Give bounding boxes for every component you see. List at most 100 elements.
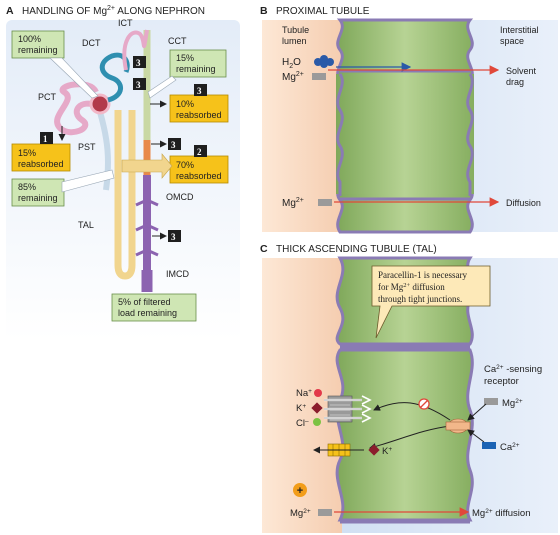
badge-3-omcd — [168, 138, 181, 150]
svg-text:for Mg2+ diffusion: for Mg2+ diffusion — [378, 282, 445, 292]
svg-text:3: 3 — [171, 140, 176, 150]
pointer-85 — [61, 169, 115, 193]
paracellin-callout: Paracellin-1 is necessary for Mg2+ diffu… — [371, 265, 491, 339]
svg-text:Paracellin-1 is necessary: Paracellin-1 is necessary — [378, 270, 467, 280]
svg-text:70%: 70% — [176, 160, 194, 170]
cl-label: Cl– — [296, 418, 309, 429]
mg-ion-c-receptor — [484, 398, 498, 405]
svg-text:load remaining: load remaining — [118, 308, 177, 318]
box-85-remaining: 85% remaining — [11, 178, 65, 207]
k-label: K+ — [296, 403, 306, 414]
svg-text:through tight junctions.: through tight junctions. — [378, 294, 462, 304]
label-ict: ICT — [118, 18, 133, 28]
panel-b-letter: B — [260, 5, 268, 17]
tal-cell-lower — [335, 348, 474, 522]
arrow-tal-70 — [121, 153, 173, 179]
svg-text:reabsorbed: reabsorbed — [176, 110, 222, 120]
badge-3-cct — [133, 78, 146, 90]
label-tal: TAL — [78, 220, 94, 230]
box-70-reabsorbed: 70% reabsorbed — [169, 155, 229, 184]
label-omcd: OMCD — [166, 192, 194, 202]
inhibit-icon-slash — [419, 399, 429, 409]
panel-c: C THICK ASCENDING TUBULE (TAL) Paracelli… — [260, 243, 558, 533]
h2o-label: H2O — [282, 57, 301, 70]
box-5-filtered: 5% of filtered load remaining — [111, 293, 197, 322]
badge-3-ict — [133, 56, 146, 68]
mg-label-c-left: Mg2+ — [290, 508, 311, 519]
box-100-remaining: 100% remaining — [11, 30, 65, 59]
pointer-100 — [49, 57, 99, 99]
box-15-reabsorbed: 15% reabsorbed — [11, 143, 71, 172]
panel-c-letter: C — [260, 243, 268, 255]
loop-of-henle — [114, 110, 136, 280]
lumen-positive-text: + — [297, 485, 303, 497]
mg-to-receptor-arrow — [467, 403, 487, 421]
inhibition-arrow-2 — [369, 425, 451, 450]
svg-text:remaining: remaining — [18, 193, 58, 203]
cl-ion-icon — [313, 418, 321, 426]
ca-sensing-receptor-icon — [445, 418, 471, 434]
water-molecules-icon — [314, 55, 334, 68]
k-ion-icon-2 — [368, 444, 380, 456]
diffusion-label-b: Diffusion — [506, 198, 541, 208]
panel-a-letter: A — [6, 5, 14, 17]
panel-c-title: THICK ASCENDING TUBULE (TAL) — [276, 244, 437, 255]
svg-text:15%: 15% — [176, 53, 194, 63]
svg-text:85%: 85% — [18, 182, 36, 192]
label-cct: CCT — [168, 36, 187, 46]
bowman-capsule — [89, 93, 111, 115]
pointer-15-remaining — [147, 75, 177, 99]
mg-label-c-receptor: Mg2+ — [502, 398, 523, 409]
svg-text:remaining: remaining — [176, 64, 216, 74]
panel-b-lumen — [262, 20, 342, 232]
svg-text:reabsorbed: reabsorbed — [18, 159, 64, 169]
box-15-remaining: 15% remaining — [169, 49, 227, 78]
pct-coil — [54, 81, 100, 136]
ca-label-c: Ca2+ — [500, 442, 520, 453]
panel-b-title: PROXIMAL TUBULE — [276, 6, 370, 17]
glomerulus — [91, 95, 109, 113]
mg-label-b2: Mg2+ — [282, 197, 304, 209]
svg-text:remaining: remaining — [18, 45, 58, 55]
badge-1 — [40, 132, 53, 144]
mg-ion-b1 — [312, 73, 326, 80]
pst-segment — [97, 111, 111, 191]
proximal-cell-membrane — [336, 73, 474, 196]
svg-text:3: 3 — [171, 232, 176, 242]
label-pst: PST — [78, 142, 96, 152]
ca-ion-c — [482, 442, 496, 449]
panel-a-title: HANDLING OF Mg2+ ALONG NEPHRON — [22, 5, 205, 17]
proximal-cell-body — [336, 74, 474, 194]
ict-segment — [122, 29, 149, 71]
mg-ion-c-left — [318, 509, 332, 516]
mg-label-b1: Mg2+ — [282, 71, 304, 83]
svg-text:2: 2 — [197, 147, 202, 157]
k-ion-icon — [311, 402, 323, 414]
svg-text:3: 3 — [136, 58, 141, 68]
svg-text:reabsorbed: reabsorbed — [176, 171, 222, 181]
badge-2 — [194, 145, 207, 157]
svg-text:10%: 10% — [176, 99, 194, 109]
ca-to-receptor-arrow — [467, 429, 485, 443]
svg-text:3: 3 — [197, 86, 202, 96]
badge-1-text: 1 — [43, 134, 48, 144]
label-pct: PCT — [38, 92, 57, 102]
lumen-positive-icon — [293, 483, 307, 497]
svg-text:100%: 100% — [18, 34, 41, 44]
badge-3-dct — [194, 84, 207, 96]
k-label-2: K+ — [382, 446, 392, 457]
panel-a: A HANDLING OF Mg2+ ALONG NEPHRON ICT DCT… — [6, 5, 240, 340]
svg-text:3: 3 — [136, 80, 141, 90]
mg-ion-b2 — [318, 199, 332, 206]
label-dct: DCT — [82, 38, 101, 48]
imcd-branches — [135, 198, 159, 257]
label-imcd: IMCD — [166, 269, 189, 279]
nkcc2-cotransporter-icon — [324, 395, 372, 423]
